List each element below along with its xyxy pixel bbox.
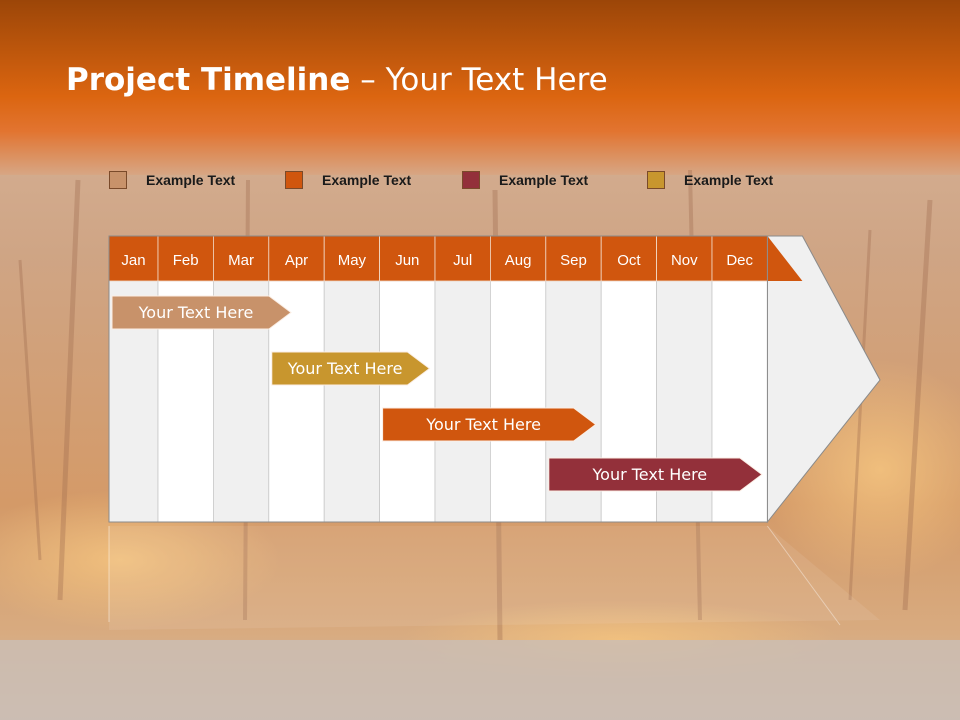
reflection-edge [766,525,841,626]
legend-label: Example Text [684,172,774,188]
timeline-border [108,235,768,523]
task-label: Your Text Here [425,415,541,434]
month-label: Jul [453,252,472,269]
title-bold: Project Timeline [66,62,351,98]
task-bar [111,295,292,330]
task-bar [382,407,597,442]
month-label: Jan [121,252,145,269]
month-header-cell [157,235,214,282]
month-label: Apr [285,252,308,269]
legend-label: Example Text [499,172,589,188]
month-label: Dec [726,252,753,269]
month-header-cell [434,235,491,282]
task-label: Your Text Here [592,465,708,484]
legend-swatch-orange [285,171,303,189]
month-label: Jun [395,252,419,269]
legend-label: Example Text [322,172,412,188]
month-label: May [338,252,367,269]
timeline-reflection [109,526,880,630]
month-label: Oct [617,252,641,269]
month-column [489,280,547,523]
task-bar [548,457,763,492]
month-label: Aug [505,252,532,269]
month-label: Feb [173,252,199,269]
month-header-cell [268,235,325,282]
month-header-cell [323,235,381,282]
task-label: Your Text Here [287,359,403,378]
month-header-cell [489,235,547,282]
legend-swatch-tan [109,171,127,189]
legend-swatch-gold [647,171,665,189]
arrow-head-header [767,236,803,281]
legend-label: Example Text [146,172,236,188]
month-column [434,280,491,523]
month-column [323,280,381,523]
legend-swatch-maroon [462,171,480,189]
task-label: Your Text Here [138,303,254,322]
month-header-cell [711,235,768,282]
month-label: Mar [228,252,254,269]
month-header-cell [108,235,159,282]
month-label: Nov [671,252,698,269]
title-rest: – Your Text Here [350,62,608,98]
page-title: Project Timeline – Your Text Here [66,62,608,98]
month-label: Sep [560,252,587,269]
month-header-cell [212,235,270,282]
month-column [379,280,436,523]
task-bar [271,351,431,386]
month-header-cell [656,235,713,282]
